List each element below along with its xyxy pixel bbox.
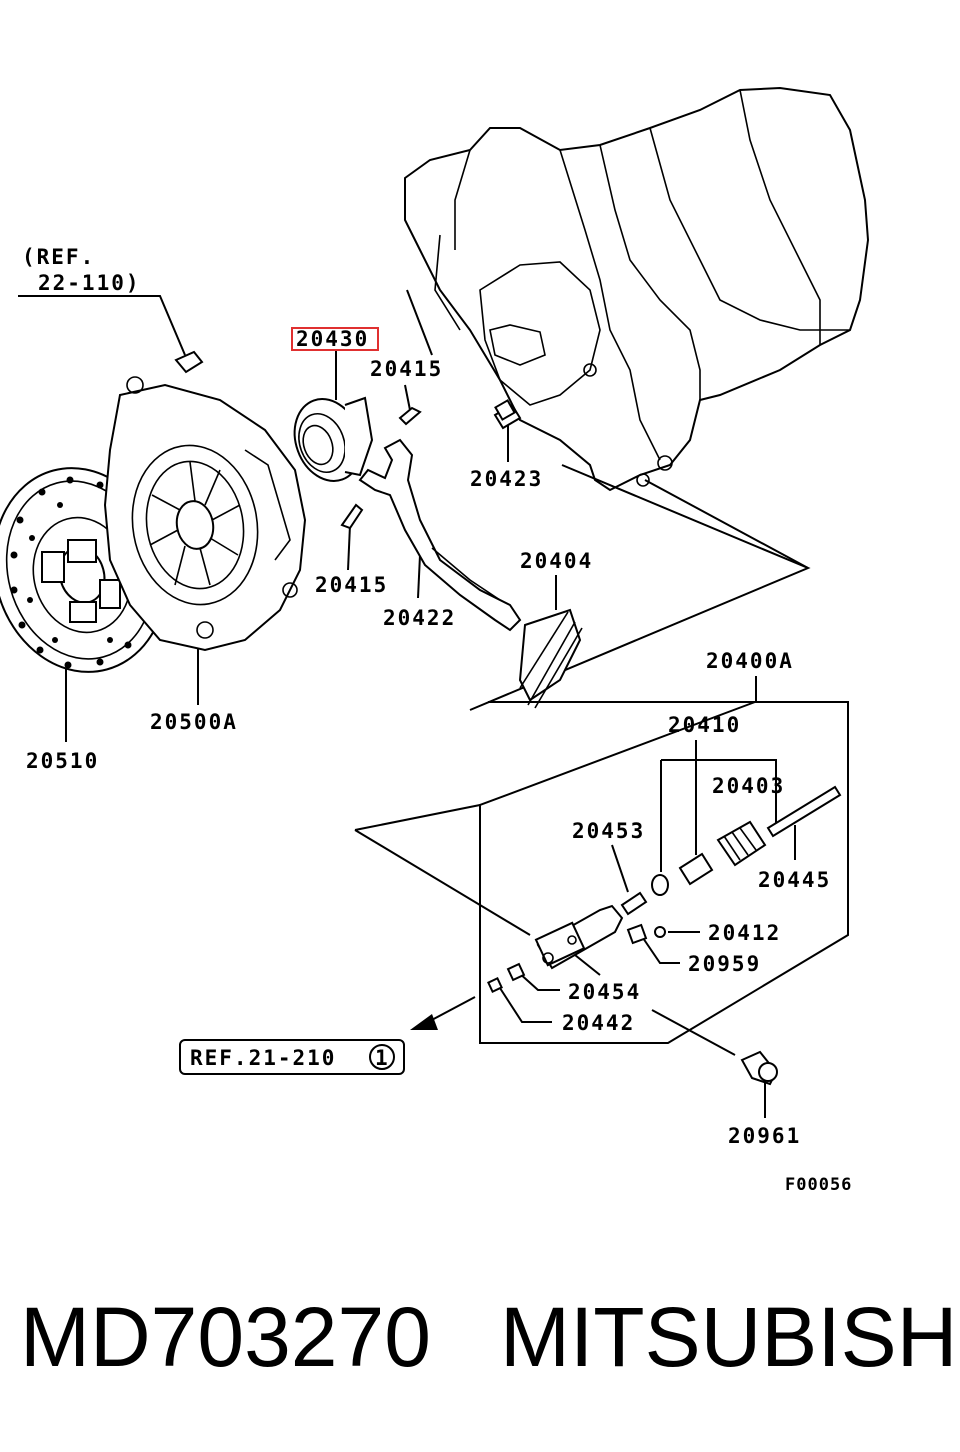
ref-circle-number: 1 (375, 1046, 390, 1070)
transmission-housing-drawing (404, 86, 870, 492)
label-20510[interactable]: 20510 (26, 749, 99, 773)
release-bearing-drawing (293, 396, 374, 482)
label-20442[interactable]: 20442 (562, 1011, 635, 1035)
ref-circle-icon (369, 1044, 395, 1070)
part-20445-drawing (766, 785, 842, 838)
label-20959[interactable]: 20959 (688, 952, 761, 976)
footer-part-number: MD703270 (20, 1290, 431, 1384)
ref-21-210-box[interactable]: REF.21-210 1 (179, 1039, 405, 1075)
leader-lines (18, 289, 849, 1118)
label-20404[interactable]: 20404 (520, 549, 593, 573)
figure-code: F00056 (785, 1175, 852, 1195)
slave-cylinder-drawing (534, 904, 624, 970)
part-20961-bolt-drawing (740, 1050, 778, 1086)
part-20453-drawing (620, 891, 648, 916)
highlight-box (291, 327, 379, 351)
part-20410-drawing (651, 852, 714, 896)
label-20454[interactable]: 20454 (568, 980, 641, 1004)
part-20454-drawing (487, 962, 526, 993)
label-20453[interactable]: 20453 (572, 819, 645, 843)
part-20959-drawing (626, 923, 666, 945)
label-20415-top[interactable]: 20415 (370, 357, 443, 381)
part-20403-drawing (716, 820, 767, 867)
ref-22-110-line1: (REF. (22, 245, 95, 269)
ref-21-210-label: REF.21-210 (190, 1046, 336, 1070)
label-20410[interactable]: 20410 (668, 713, 741, 737)
label-20430-highlighted[interactable]: 20430 (296, 327, 369, 351)
footer-brand: MITSUBISHI (500, 1290, 960, 1384)
label-20445[interactable]: 20445 (758, 868, 831, 892)
ref-22-110-line2: 22-110) (38, 271, 141, 295)
label-20423[interactable]: 20423 (470, 467, 543, 491)
label-20412[interactable]: 20412 (708, 921, 781, 945)
boot-20404-drawing (518, 608, 583, 709)
label-20422[interactable]: 20422 (383, 606, 456, 630)
label-20500A[interactable]: 20500A (150, 710, 238, 734)
ref-arrow-icon (410, 1014, 438, 1030)
label-20400A[interactable]: 20400A (706, 649, 794, 673)
label-20961[interactable]: 20961 (728, 1124, 801, 1148)
clip-drawings (340, 406, 422, 530)
label-20403[interactable]: 20403 (712, 774, 785, 798)
dowel-pin-drawing (174, 350, 204, 374)
label-20415-bottom[interactable]: 20415 (315, 573, 388, 597)
part-20423-bolt-drawing (493, 399, 522, 430)
release-fork-drawing (358, 438, 522, 632)
pressure-plate-drawing (103, 376, 307, 652)
